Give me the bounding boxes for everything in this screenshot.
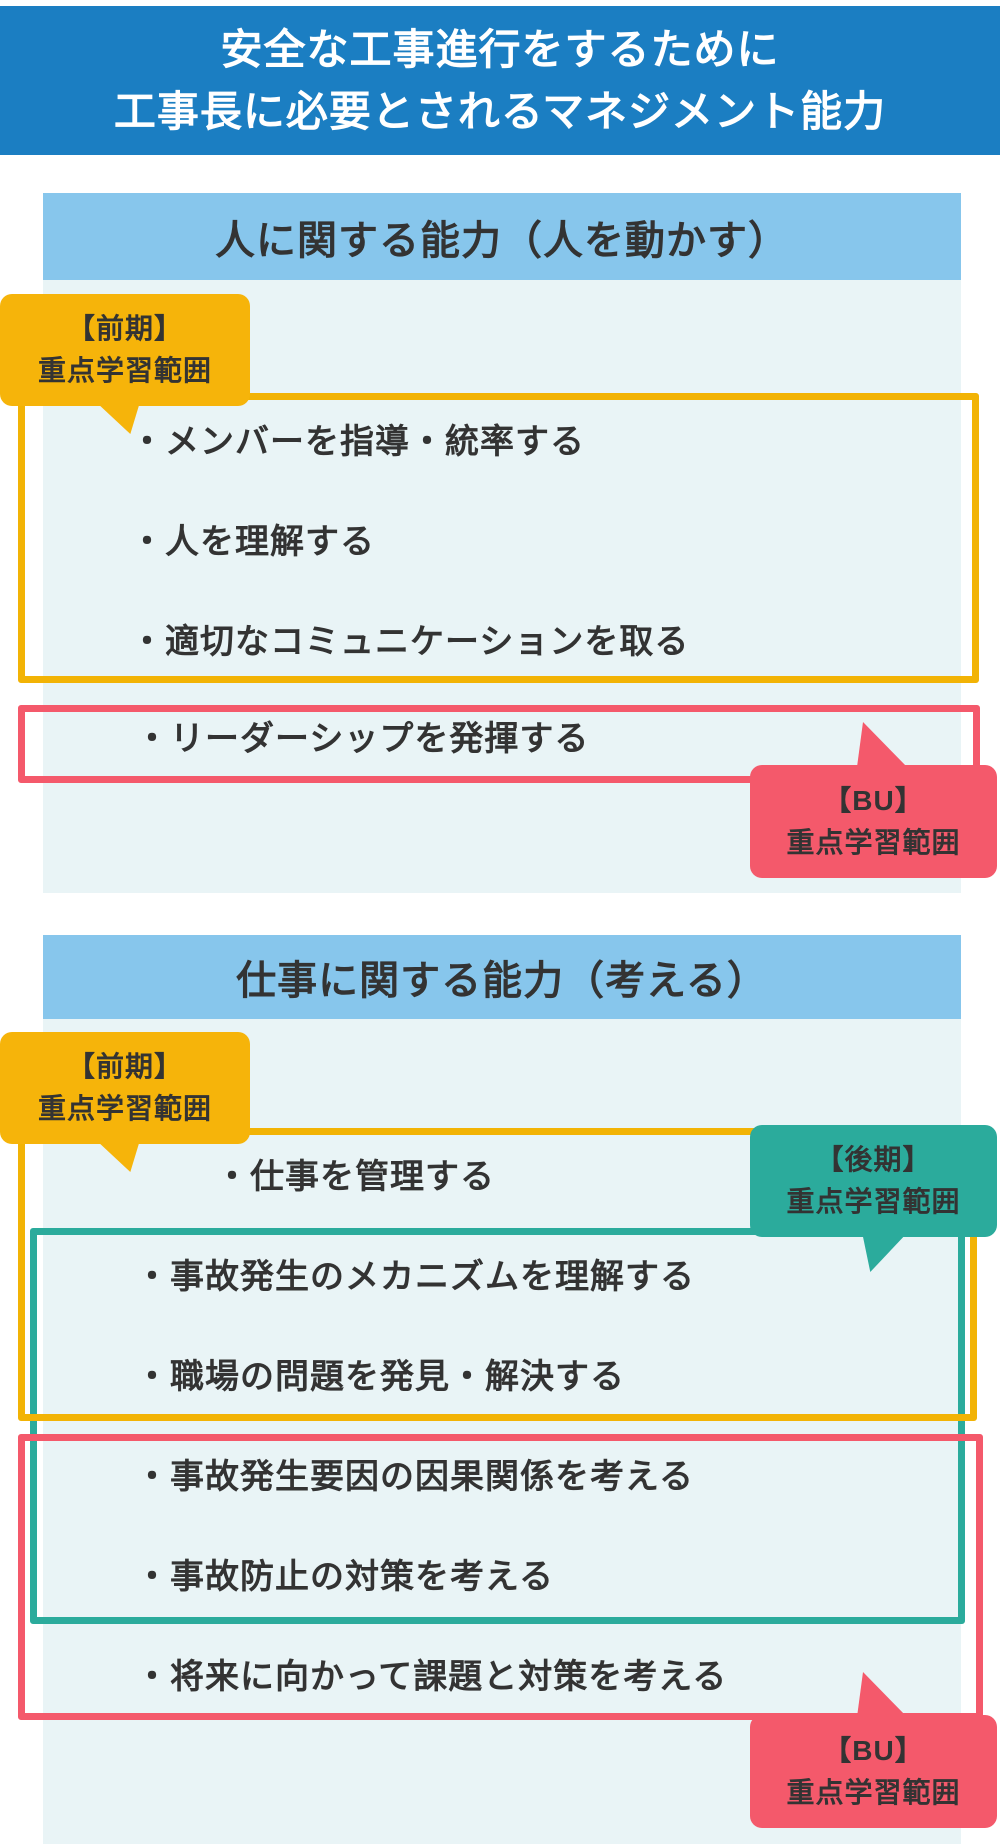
section-work-header: 仕事に関する能力（考える） xyxy=(43,935,961,1019)
zenki-label-people: 【前期】 重点学習範囲 xyxy=(0,294,250,406)
bu-scope-box-people xyxy=(18,705,980,783)
kouki-label-line2: 重点学習範囲 xyxy=(786,1186,961,1217)
section-people-title: 人に関する能力（人を動かす） xyxy=(215,218,789,263)
zenki-scope-box-work xyxy=(18,1128,977,1421)
bu-label-work: 【BU】 重点学習範囲 xyxy=(750,1715,997,1828)
bu-label-line1: 【BU】 xyxy=(823,1734,924,1766)
kouki-label-work: 【後期】 重点学習範囲 xyxy=(750,1125,997,1237)
zenki-label-line1: 【前期】 xyxy=(66,1051,183,1082)
title-banner: 安全な工事進行をするために 工事長に必要とされるマネジメント能力 xyxy=(0,6,1000,155)
section-people-header: 人に関する能力（人を動かす） xyxy=(43,193,961,280)
zenki-label-line2: 重点学習範囲 xyxy=(37,1093,212,1124)
list-item: ・将来に向かって課題と対策を考える xyxy=(135,1658,728,1696)
bu-label-people: 【BU】 重点学習範囲 xyxy=(750,765,997,878)
bu-label-line1: 【BU】 xyxy=(823,784,924,816)
list-item: ・職場の問題を発見・解決する xyxy=(135,1358,625,1396)
list-item: ・事故防止の対策を考える xyxy=(135,1558,554,1596)
zenki-label-work: 【前期】 重点学習範囲 xyxy=(0,1032,250,1144)
list-item: ・リーダーシップを発揮する xyxy=(135,720,590,758)
list-item: ・仕事を管理する xyxy=(215,1158,495,1196)
bu-label-line2: 重点学習範囲 xyxy=(786,826,961,858)
banner-title-line1: 安全な工事進行をするために xyxy=(220,25,780,73)
banner-title-line2: 工事長に必要とされるマネジメント能力 xyxy=(113,87,887,135)
zenki-label-line1: 【前期】 xyxy=(66,313,183,344)
kouki-scope-box-work xyxy=(30,1228,965,1624)
bu-scope-box-work xyxy=(18,1434,983,1720)
list-item: ・事故発生要因の因果関係を考える xyxy=(135,1458,694,1496)
list-item: ・メンバーを指導・統率する xyxy=(130,423,585,461)
zenki-scope-box-people xyxy=(18,393,979,683)
zenki-label-line2: 重点学習範囲 xyxy=(37,355,212,386)
list-item: ・人を理解する xyxy=(130,523,375,561)
list-item: ・事故発生のメカニズムを理解する xyxy=(135,1258,695,1296)
section-work-title: 仕事に関する能力（考える） xyxy=(236,959,768,1003)
list-item: ・適切なコミュニケーションを取る xyxy=(130,623,690,661)
kouki-label-line1: 【後期】 xyxy=(815,1144,932,1175)
bu-label-line2: 重点学習範囲 xyxy=(786,1776,961,1808)
